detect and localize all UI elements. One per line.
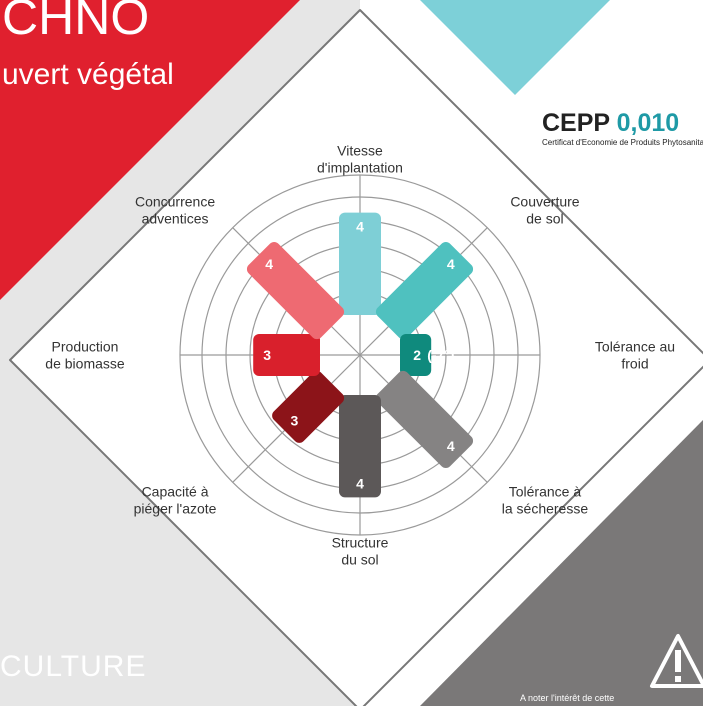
radar-bar xyxy=(246,241,345,340)
bar-shape xyxy=(339,395,381,498)
radar-bar xyxy=(375,241,474,340)
radar-bar xyxy=(339,212,381,315)
warning-icon xyxy=(650,634,703,688)
bar-value-label: 4 xyxy=(265,256,273,272)
radar-bar xyxy=(375,370,474,469)
radar-bar xyxy=(272,370,345,443)
cepp-subtitle: Certificat d'Economie de Produits Phytos… xyxy=(542,138,703,147)
bar-shape xyxy=(375,241,474,340)
bar-note: (-7°) xyxy=(427,347,454,363)
cepp-label: CEPP xyxy=(542,109,610,137)
subtitle-fragment: uvert végétal xyxy=(2,58,174,91)
title-fragment: CHNO xyxy=(2,0,149,45)
bar-value-label: 4 xyxy=(447,256,455,272)
radar-bar xyxy=(400,334,432,376)
radar-bars: 4 4 2 (-7°) 4 4 3 3 4 xyxy=(246,212,474,498)
red-banner xyxy=(0,0,300,300)
bar-shape xyxy=(375,370,474,469)
cepp-line: CEPP 0,010 xyxy=(542,108,679,138)
bar-value-label: 2 xyxy=(413,347,421,363)
radar-bar xyxy=(339,395,381,498)
bar-value-label: 3 xyxy=(263,347,271,363)
bar-shape xyxy=(272,370,345,443)
radar-bar xyxy=(253,334,320,376)
teal-banner xyxy=(420,0,610,95)
bar-value-label: 3 xyxy=(290,413,298,429)
bar-shape xyxy=(246,241,345,340)
gray-panel xyxy=(420,420,703,706)
bar-value-label: 4 xyxy=(447,438,455,454)
bar-value-label: 4 xyxy=(356,219,364,235)
bar-value-label: 4 xyxy=(356,475,364,491)
cepp-badge: CEPP 0,010 Certificat d'Economie de Prod… xyxy=(532,108,703,156)
bar-shape xyxy=(253,334,320,376)
cepp-value: 0,010 xyxy=(616,109,680,137)
warning-text: A noter l'intérêt de cette xyxy=(520,693,615,703)
section-fragment: CULTURE xyxy=(0,650,147,683)
bar-shape xyxy=(339,212,381,315)
bar-shape xyxy=(400,334,432,376)
